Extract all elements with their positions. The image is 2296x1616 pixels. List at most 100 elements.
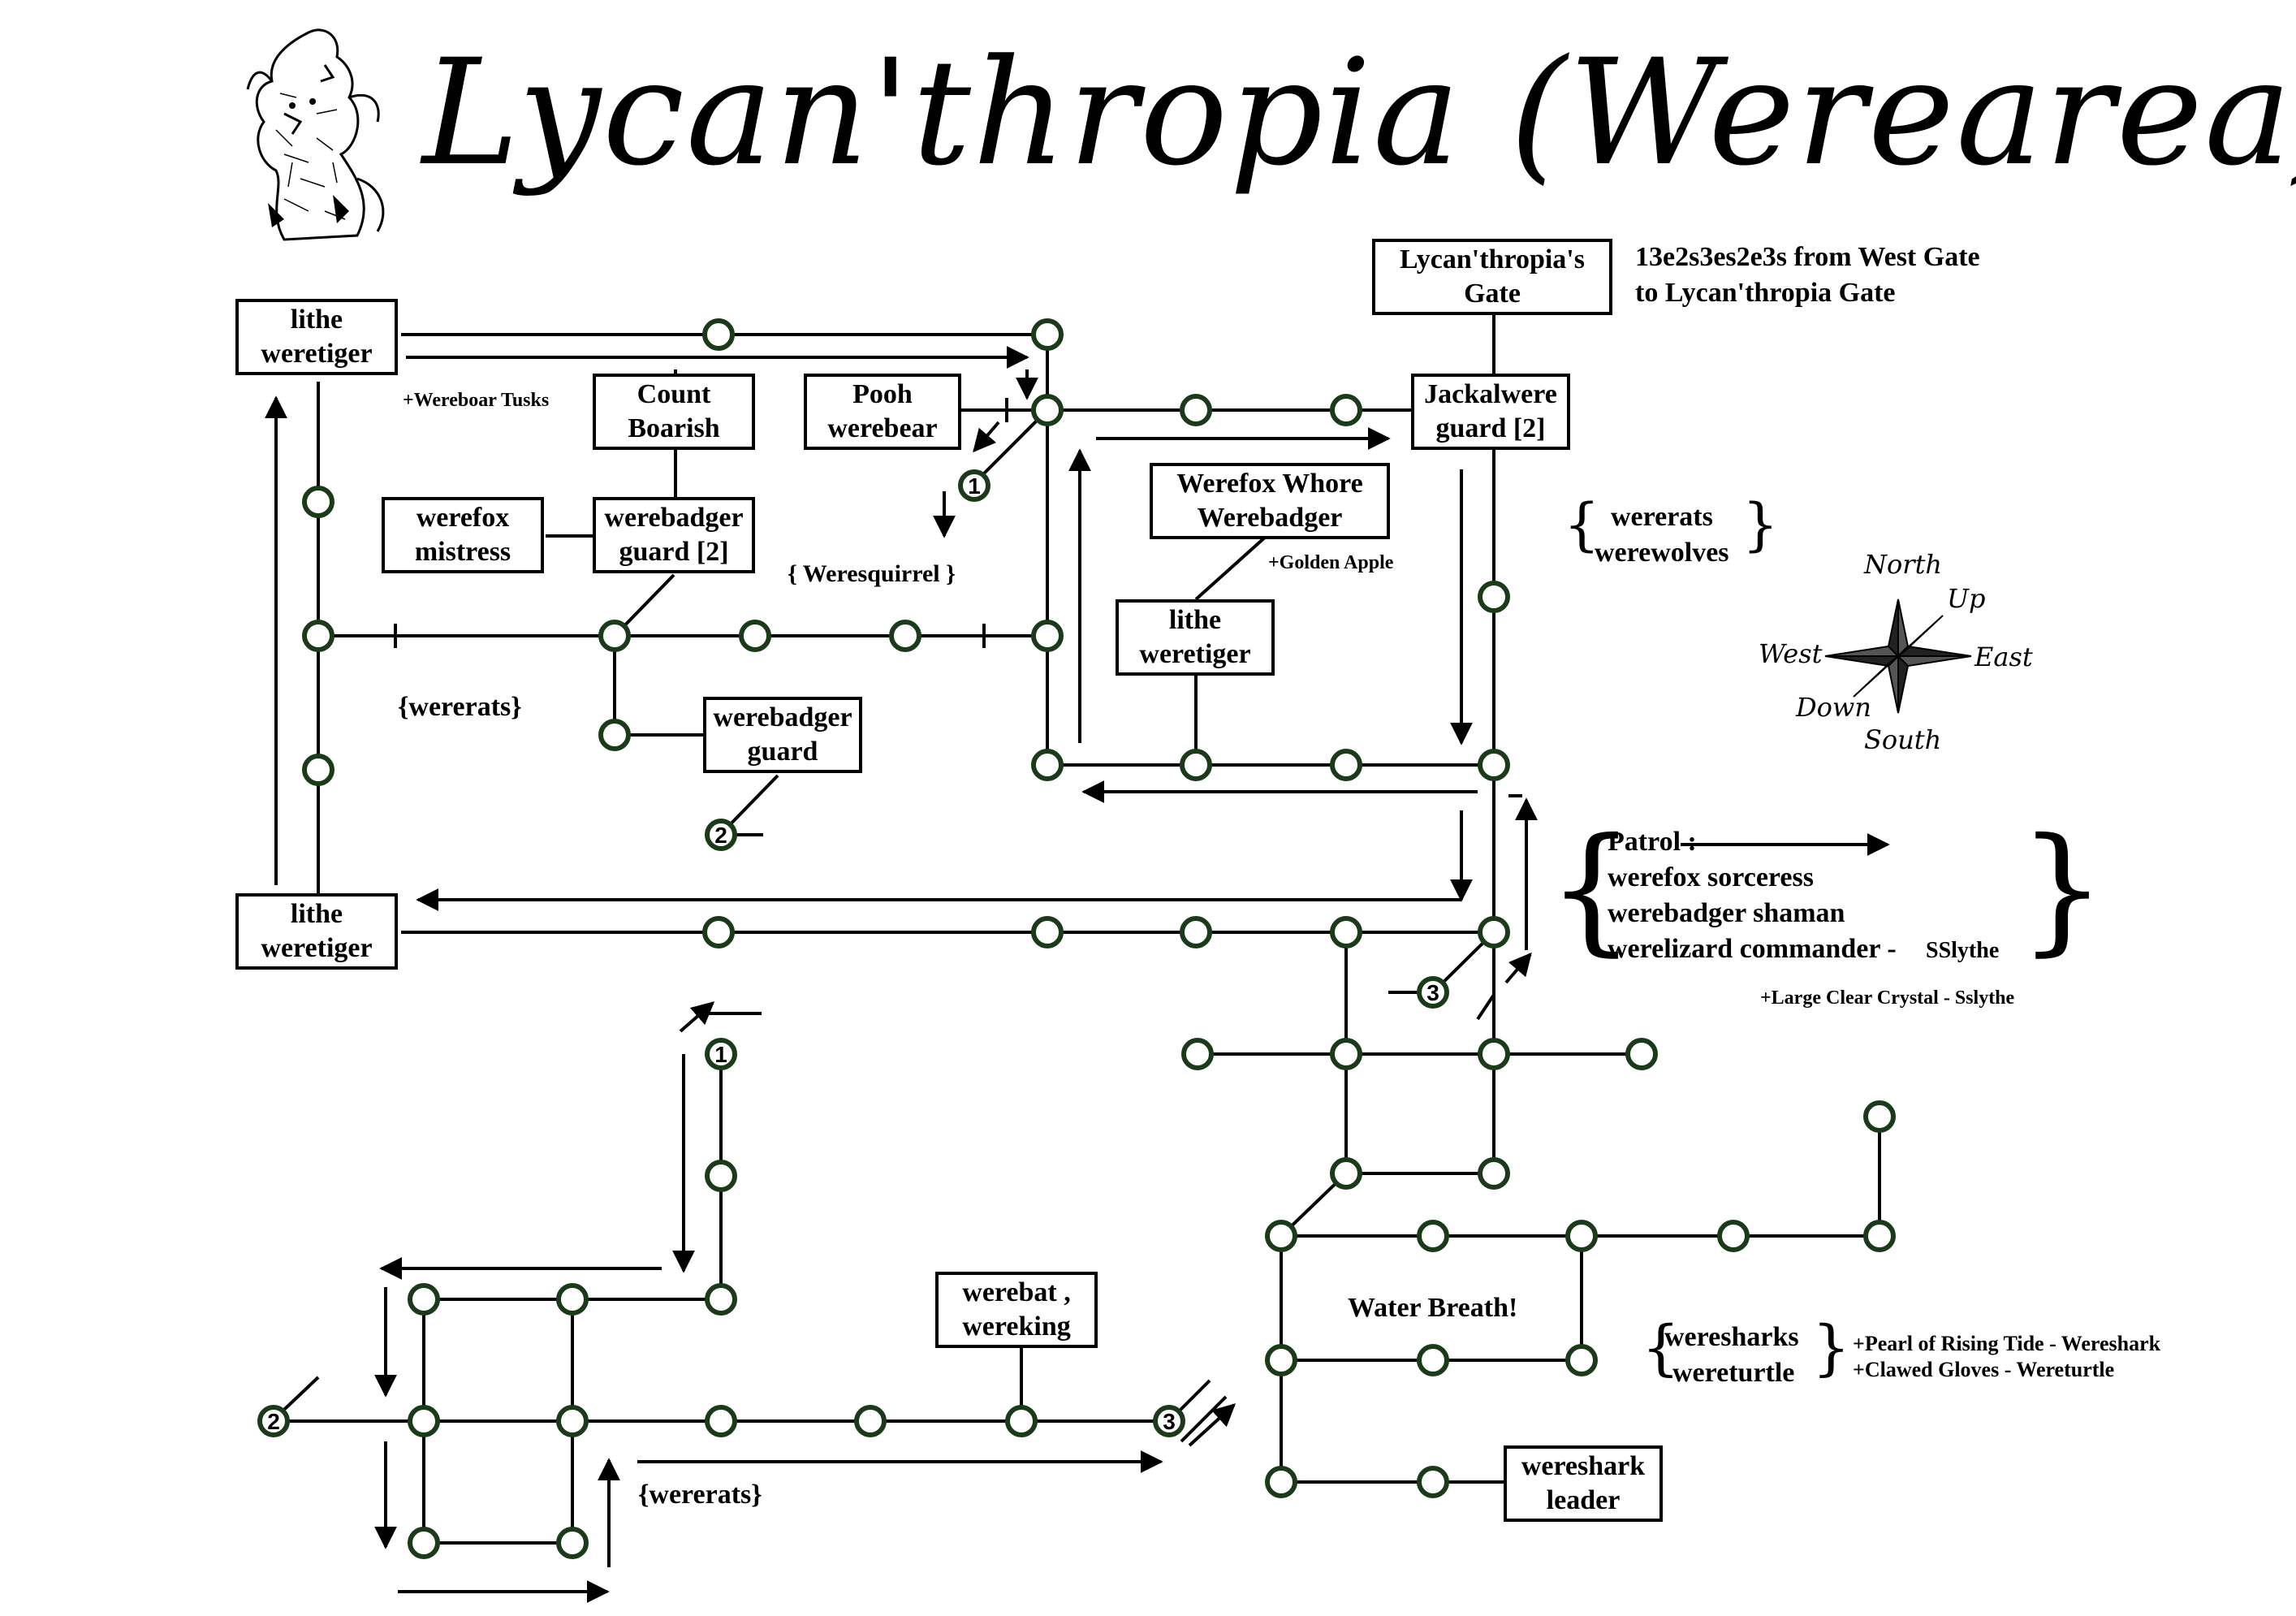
brace-left-patrol: { (1547, 809, 1636, 970)
brace-right-2: } (1812, 1313, 1851, 1383)
room-node[interactable] (1565, 1344, 1598, 1376)
room-lycanthropia-gate[interactable]: Lycan'thropia's Gate (1372, 239, 1612, 315)
brace-left-1: { (1564, 491, 1600, 558)
room-node[interactable] (1031, 394, 1064, 426)
room-node[interactable] (1031, 620, 1064, 652)
room-node[interactable] (1417, 1220, 1449, 1252)
brace-right-1: } (1742, 491, 1779, 558)
room-werefox-mistress[interactable]: werefox mistress (382, 497, 544, 573)
link-node-number: 3 (1163, 1409, 1176, 1434)
room-jackalwere-guard[interactable]: Jackalwere guard [2] (1411, 374, 1570, 450)
directions-line-2: to Lycan'thropia Gate (1635, 278, 1896, 308)
room-node[interactable] (854, 1405, 887, 1437)
room-node[interactable] (1565, 1220, 1598, 1252)
room-node[interactable] (889, 620, 921, 652)
compass-up: Up (1947, 583, 1986, 614)
room-node[interactable] (1330, 916, 1362, 948)
room-node[interactable] (705, 1160, 737, 1192)
label-werewolves: werewolves (1595, 538, 1729, 568)
compass-north: North (1864, 549, 1943, 580)
room-node[interactable] (1417, 1466, 1449, 1498)
room-node[interactable] (1005, 1405, 1038, 1437)
room-node[interactable] (1417, 1344, 1449, 1376)
room-lithe-weretiger-sw[interactable]: lithe weretiger (235, 893, 398, 970)
compass-west: West (1759, 638, 1823, 669)
room-node[interactable] (556, 1405, 589, 1437)
room-node[interactable] (1478, 749, 1510, 781)
room-node[interactable] (702, 318, 735, 351)
room-node[interactable] (1625, 1038, 1658, 1070)
room-werebadger-guard[interactable]: werebadger guard (703, 697, 862, 773)
room-node[interactable] (598, 620, 631, 652)
direction-arrows (265, 346, 1890, 1603)
link-node[interactable] (1417, 976, 1449, 1009)
room-node[interactable] (705, 1283, 737, 1316)
room-node[interactable] (408, 1405, 440, 1437)
room-lithe-weretiger-mid[interactable]: lithe weretiger (1116, 599, 1275, 676)
room-node[interactable] (1265, 1466, 1297, 1498)
brace-right-patrol: } (2018, 809, 2107, 970)
room-node[interactable] (1330, 394, 1362, 426)
room-werefox-whore[interactable]: Werefox Whore Werebadger (1150, 463, 1390, 539)
room-wereshark-leader[interactable]: wereshark leader (1504, 1445, 1663, 1522)
link-node-number: 3 (1426, 980, 1439, 1005)
label-patrol-2: werebadger shaman (1608, 898, 1845, 928)
label-water-breath: Water Breath! (1348, 1293, 1518, 1323)
room-pooh-werebear[interactable]: Pooh werebear (804, 374, 961, 450)
compass-east: East (1974, 642, 2033, 672)
label-wereboar-tusks: +Wereboar Tusks (403, 390, 550, 411)
compass-down: Down (1796, 692, 1871, 723)
room-node[interactable] (1863, 1100, 1896, 1133)
room-node[interactable] (598, 719, 631, 751)
label-weresquirrel: { Weresquirrel } (788, 560, 956, 587)
room-node[interactable] (1180, 916, 1212, 948)
room-node[interactable] (1265, 1344, 1297, 1376)
room-node[interactable] (1031, 318, 1064, 351)
room-count-boarish[interactable]: Count Boarish (593, 374, 755, 450)
room-node[interactable] (1031, 749, 1064, 781)
label-golden-apple: +Golden Apple (1268, 552, 1394, 573)
room-node[interactable] (1717, 1220, 1750, 1252)
room-nodes (302, 318, 1896, 1559)
room-werebat-wereking[interactable]: werebat , wereking (935, 1272, 1098, 1348)
room-node[interactable] (705, 1405, 737, 1437)
label-wererats-s: {wererats} (638, 1480, 762, 1510)
room-node[interactable] (702, 916, 735, 948)
room-node[interactable] (302, 486, 334, 518)
room-node[interactable] (1330, 749, 1362, 781)
label-patrol-3b: SSlythe (1926, 938, 2000, 963)
room-node[interactable] (739, 620, 771, 652)
link-node[interactable] (257, 1405, 290, 1437)
link-node-number: 1 (714, 1042, 727, 1067)
room-node[interactable] (556, 1527, 589, 1559)
room-node[interactable] (1478, 581, 1510, 613)
room-werebadger-guard-2[interactable]: werebadger guard [2] (593, 497, 755, 573)
room-node[interactable] (1478, 1157, 1510, 1190)
link-node[interactable] (705, 1038, 737, 1070)
link-node[interactable] (705, 819, 737, 851)
room-node[interactable] (1330, 1157, 1362, 1190)
room-node[interactable] (1180, 749, 1212, 781)
link-node[interactable] (1153, 1405, 1185, 1437)
room-node[interactable] (1478, 916, 1510, 948)
werewolf-illustration (246, 28, 385, 241)
room-node[interactable] (408, 1527, 440, 1559)
room-node[interactable] (1330, 1038, 1362, 1070)
room-node[interactable] (1478, 1038, 1510, 1070)
map-title: Lycan'thropia (Werearea) (422, 28, 2296, 198)
room-node[interactable] (1863, 1220, 1896, 1252)
room-node[interactable] (408, 1283, 440, 1316)
label-wereturtle: wereturtle (1672, 1358, 1795, 1388)
room-lithe-weretiger-nw[interactable]: lithe weretiger (235, 299, 398, 375)
room-node[interactable] (1265, 1220, 1297, 1252)
room-node[interactable] (302, 620, 334, 652)
room-node[interactable] (1180, 394, 1212, 426)
link-node-number: 2 (267, 1409, 280, 1434)
room-node[interactable] (1181, 1038, 1214, 1070)
room-node[interactable] (302, 754, 334, 786)
room-node[interactable] (556, 1283, 589, 1316)
link-node[interactable] (958, 469, 990, 502)
room-node[interactable] (1031, 916, 1064, 948)
directions-line-1: 13e2s3es2e3s from West Gate (1635, 242, 1980, 272)
